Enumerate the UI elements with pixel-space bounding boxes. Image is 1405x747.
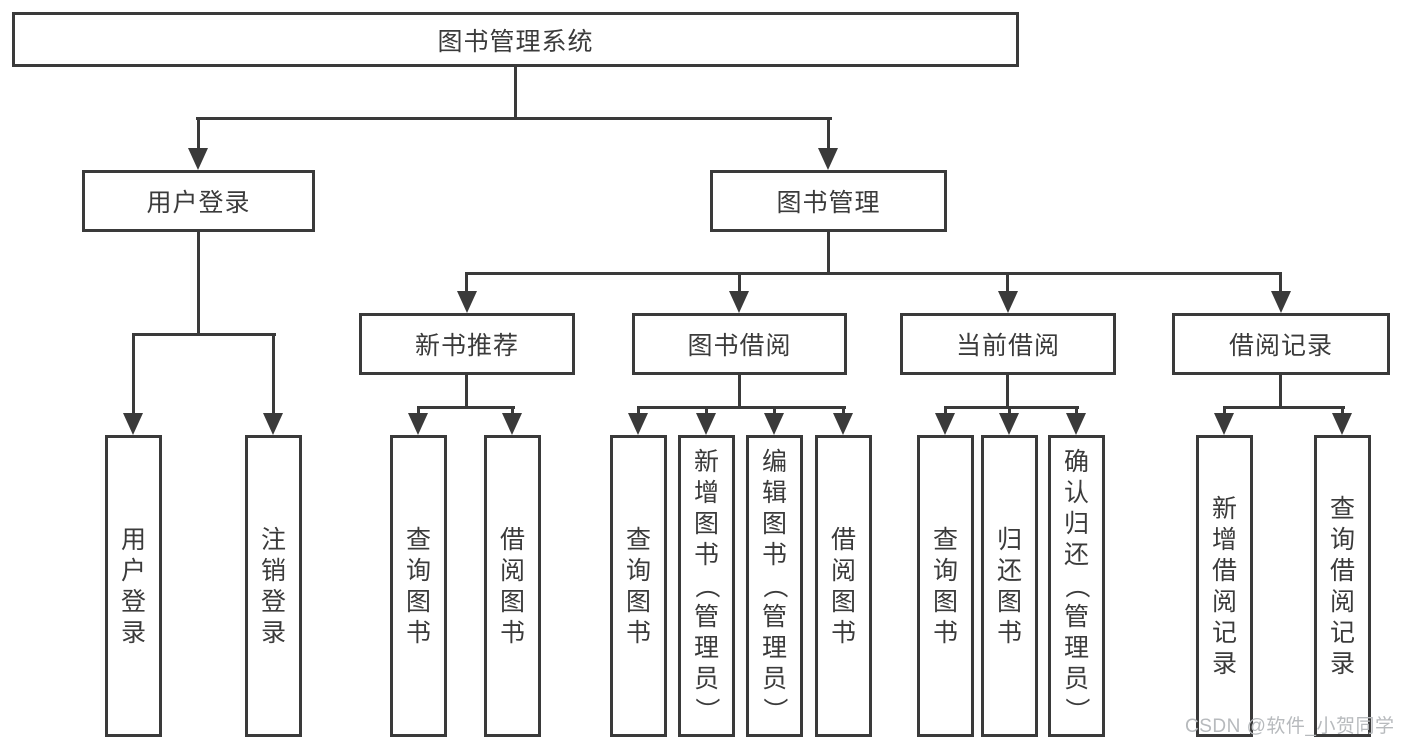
node-book-management: 图书管理 <box>710 170 947 232</box>
connector-drop <box>417 406 420 416</box>
arrowhead-down-icon <box>729 291 749 313</box>
node-label: 当前借阅 <box>955 332 1060 360</box>
arrowhead-down-icon <box>998 291 1018 313</box>
connector-user-login-stem <box>197 232 200 336</box>
node-label: 新增图书（管理员） <box>692 448 721 723</box>
node-label: 图书管理系统 <box>437 27 594 56</box>
connector-stem <box>1006 375 1009 409</box>
connector-level2-rail <box>196 117 832 120</box>
node-borrowing-records: 借阅记录 <box>1172 313 1390 375</box>
connector-drop <box>1279 272 1282 296</box>
connector-rail <box>944 406 1079 409</box>
arrowhead-down-icon <box>764 413 784 435</box>
arrowhead-down-icon <box>1214 413 1234 435</box>
node-label: 确认归还（管理员） <box>1062 448 1091 723</box>
connector-rail <box>1223 406 1345 409</box>
connector-drop <box>272 333 275 417</box>
node-label: 查询借阅记录 <box>1329 494 1355 678</box>
leaf-logout: 注销登录 <box>245 435 302 737</box>
node-book-borrowing: 图书借阅 <box>632 313 847 375</box>
leaf-nbr-query-book: 查询图书 <box>390 435 447 737</box>
arrowhead-down-icon <box>457 291 477 313</box>
leaf-nbr-borrow-book: 借阅图书 <box>484 435 541 737</box>
watermark-csdn: CSDN @软件_小贺同学 <box>1185 716 1395 737</box>
node-label: 查询图书 <box>405 525 431 647</box>
leaf-bb-add-book-admin: 新增图书（管理员） <box>678 435 735 737</box>
node-label: 注销登录 <box>260 525 286 647</box>
connector-drop <box>1223 406 1226 416</box>
connector-drop <box>738 272 741 296</box>
connector-drop <box>705 406 708 416</box>
arrowhead-down-icon <box>999 413 1019 435</box>
arrowhead-down-icon <box>935 413 955 435</box>
arrowhead-down-icon <box>1066 413 1086 435</box>
connector-rail <box>417 406 515 409</box>
connector-level3-rail <box>465 272 1282 275</box>
arrowhead-down-icon <box>696 413 716 435</box>
node-label: 借阅图书 <box>499 525 525 647</box>
node-label: 用户登录 <box>146 189 251 217</box>
connector-root-stem <box>514 67 517 120</box>
connector-drop <box>465 272 468 296</box>
leaf-cb-query-book: 查询图书 <box>917 435 974 737</box>
arrowhead-down-icon <box>263 413 283 435</box>
leaf-br-add-record: 新增借阅记录 <box>1196 435 1253 737</box>
node-label: 归还图书 <box>996 525 1022 647</box>
leaf-cb-return-book: 归还图书 <box>981 435 1038 737</box>
connector-rail <box>637 406 846 409</box>
node-current-borrowing: 当前借阅 <box>900 313 1116 375</box>
node-label: 新书推荐 <box>414 332 519 360</box>
arrowhead-down-icon <box>188 148 208 170</box>
connector-drop <box>1006 272 1009 296</box>
arrowhead-down-icon <box>628 413 648 435</box>
connector-stem <box>738 375 741 409</box>
connector-user-login-drop <box>197 117 200 152</box>
node-label: 编辑图书（管理员） <box>760 448 789 723</box>
leaf-cb-confirm-return-admin: 确认归还（管理员） <box>1048 435 1105 737</box>
leaf-bb-edit-book-admin: 编辑图书（管理员） <box>746 435 803 737</box>
node-label: 借阅记录 <box>1228 332 1333 360</box>
connector-drop <box>842 406 845 416</box>
connector-drop <box>773 406 776 416</box>
connector-drop <box>637 406 640 416</box>
connector-drop <box>132 333 135 417</box>
node-label: 用户登录 <box>120 525 146 647</box>
node-label: 查询图书 <box>625 525 651 647</box>
node-library-management-system: 图书管理系统 <box>12 12 1019 67</box>
connector-drop <box>1341 406 1344 416</box>
connector-drop <box>1008 406 1011 416</box>
leaf-user-login: 用户登录 <box>105 435 162 737</box>
node-label: 借阅图书 <box>830 525 856 647</box>
arrowhead-down-icon <box>502 413 522 435</box>
arrowhead-down-icon <box>833 413 853 435</box>
node-label: 查询图书 <box>932 525 958 647</box>
connector-drop <box>511 406 514 416</box>
leaf-bb-query-book: 查询图书 <box>610 435 667 737</box>
arrowhead-down-icon <box>1332 413 1352 435</box>
arrowhead-down-icon <box>818 148 838 170</box>
connector-stem <box>1279 375 1282 409</box>
node-user-login: 用户登录 <box>82 170 315 232</box>
arrowhead-down-icon <box>408 413 428 435</box>
node-new-book-recommendation: 新书推荐 <box>359 313 575 375</box>
arrowhead-down-icon <box>1271 291 1291 313</box>
leaf-br-query-record: 查询借阅记录 <box>1314 435 1371 737</box>
connector-book-mgmt-drop <box>827 117 830 152</box>
connector-book-mgmt-stem <box>827 232 830 275</box>
leaf-bb-borrow-book: 借阅图书 <box>815 435 872 737</box>
connector-stem <box>465 375 468 409</box>
node-label: 新增借阅记录 <box>1211 494 1237 678</box>
arrowhead-down-icon <box>123 413 143 435</box>
connector-drop <box>1075 406 1078 416</box>
connector-user-login-rail <box>132 333 276 336</box>
connector-drop <box>944 406 947 416</box>
node-label: 图书管理 <box>776 189 881 217</box>
node-label: 图书借阅 <box>687 332 792 360</box>
